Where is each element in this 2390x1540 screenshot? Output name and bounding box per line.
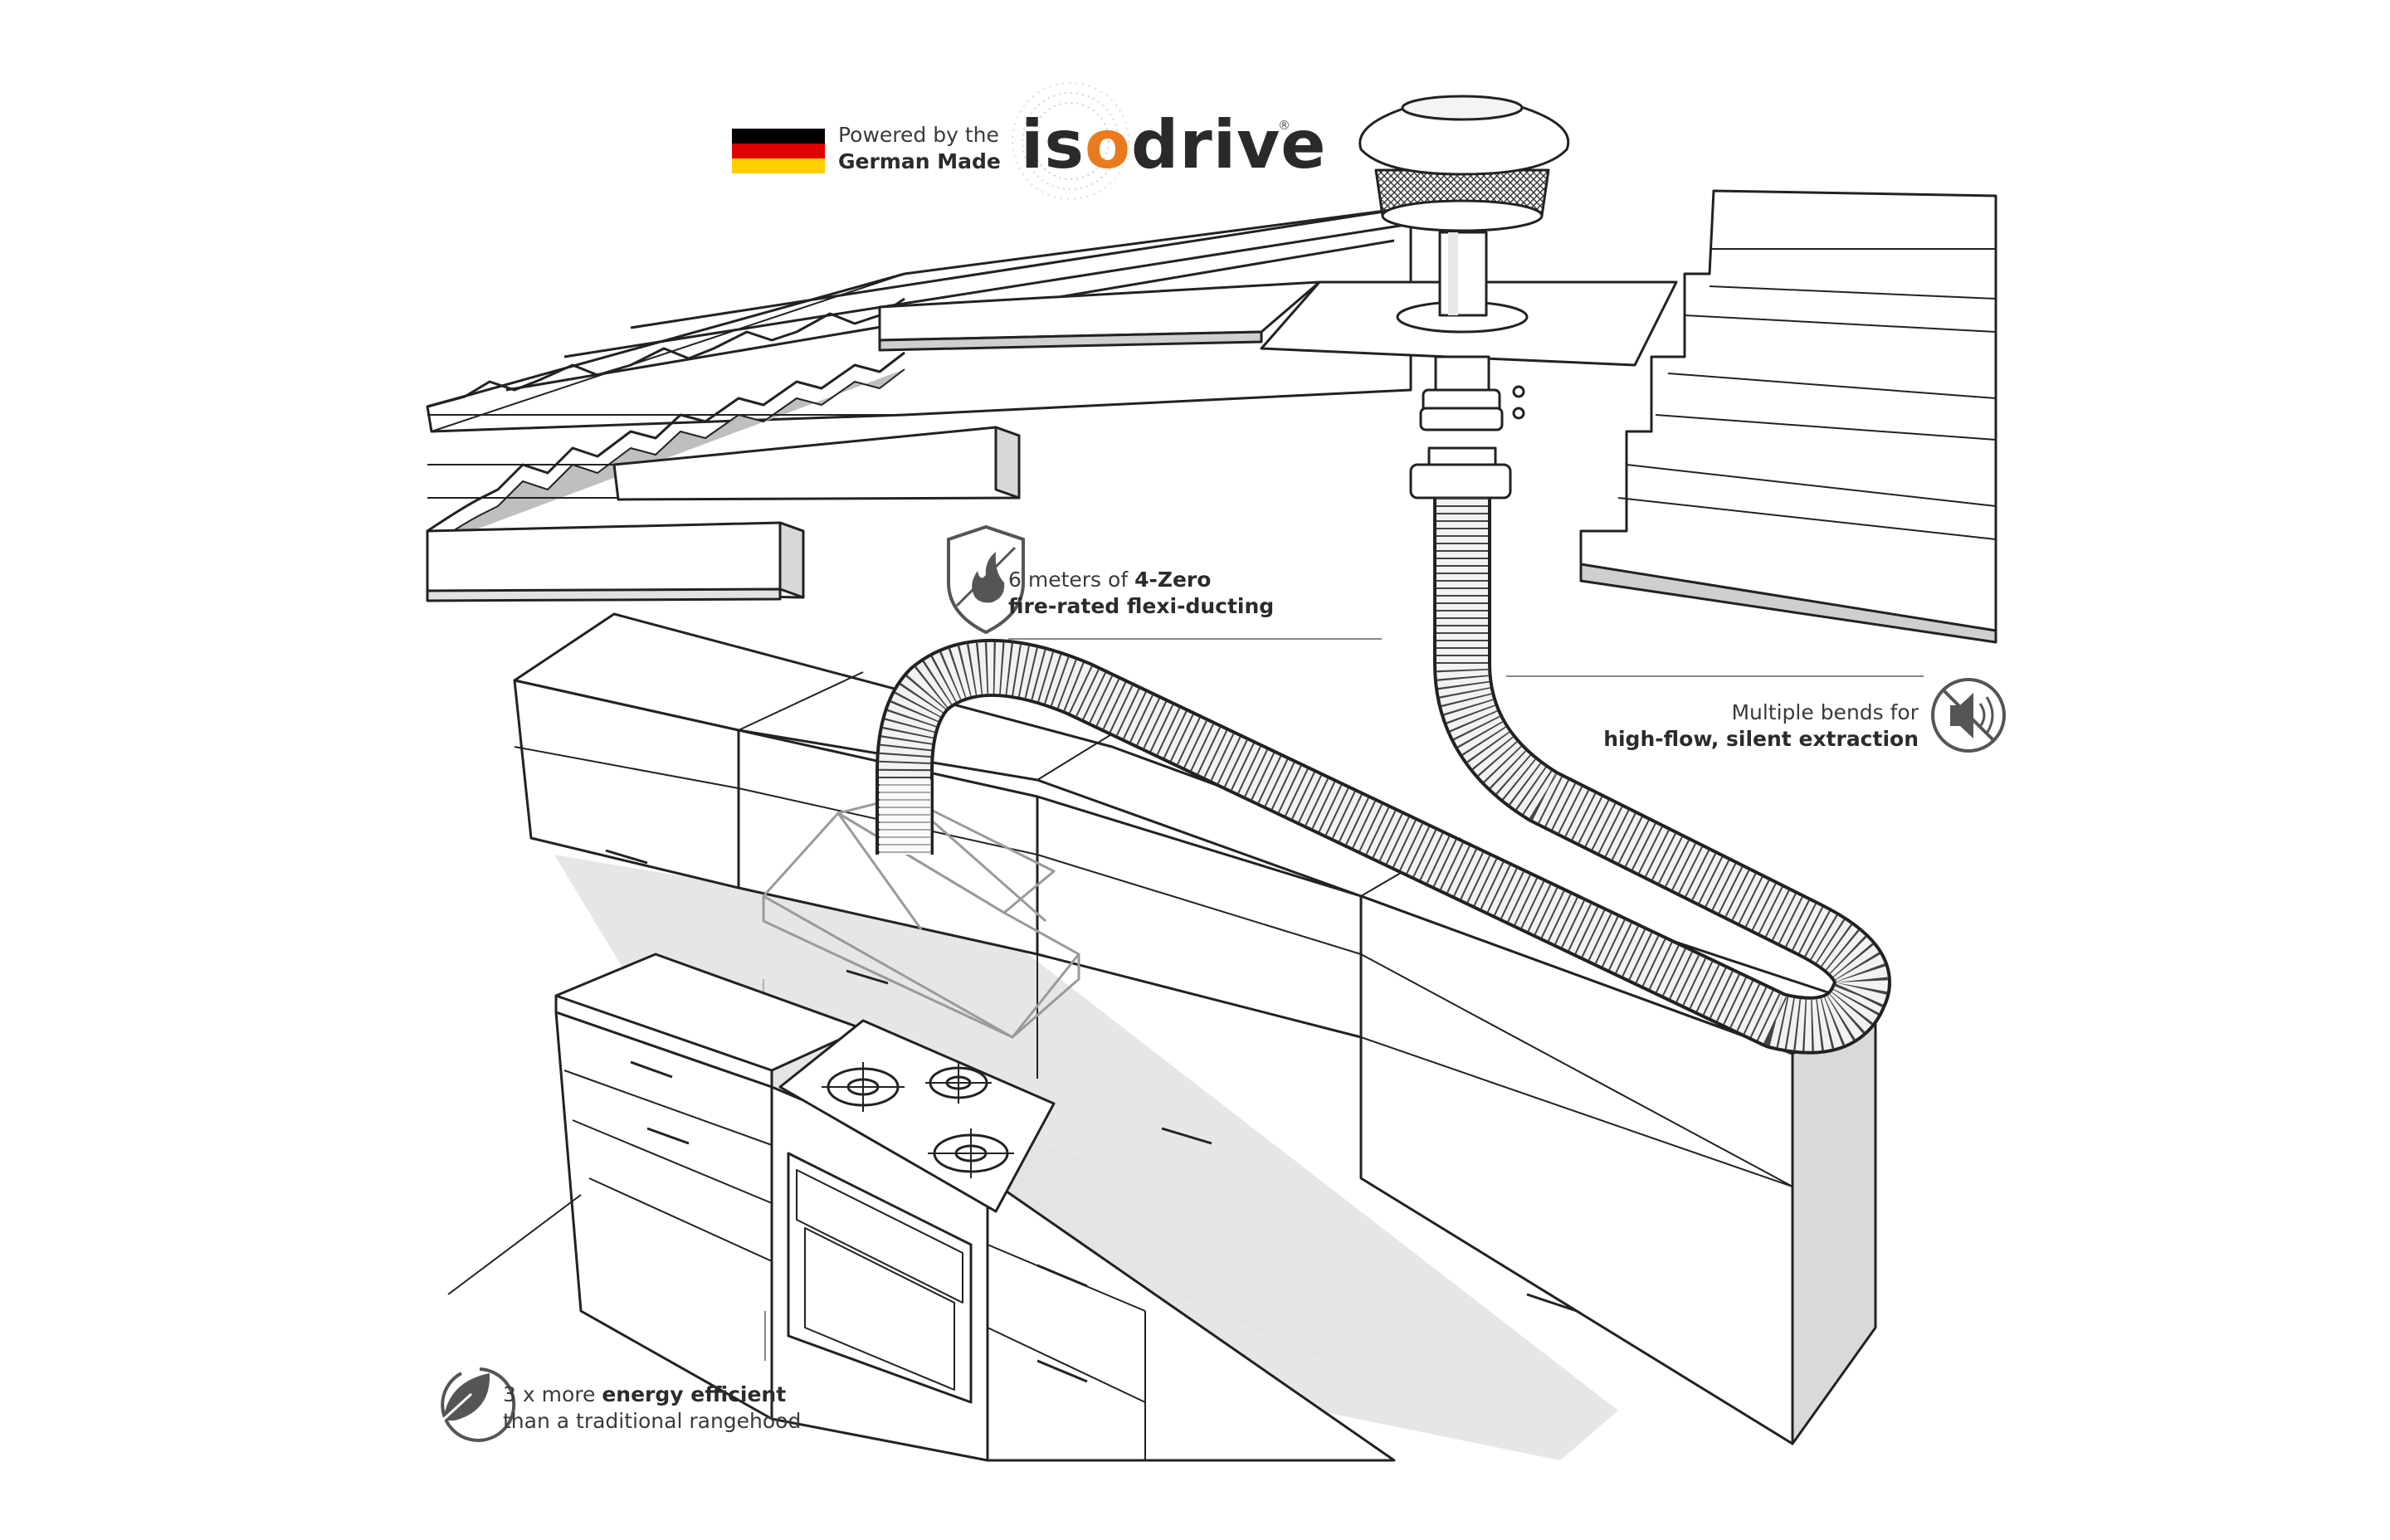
isodrive-logo: isodrive ® [1014,98,1326,206]
fire-shield-icon [947,524,1025,635]
registered-mark: ® [1278,118,1290,133]
logo-wordmark: isodrive [1021,106,1327,183]
efficiency-callout-line2: than a traditional rangehood [503,1409,802,1433]
callout-lines [764,638,1924,1361]
leaf-icon [432,1367,516,1442]
burners [822,1062,1014,1178]
logo-halftone-dots [1012,82,1129,200]
flag-stripe-gold [732,158,825,173]
powered-by-text: Powered by the [838,123,999,147]
roof-vent-fan [1260,95,1678,500]
bends-callout-line2: high-flow, silent extraction [1603,727,1919,751]
roof-left [426,206,1412,602]
roof-right [1579,189,1997,644]
ducting-callout-line1: 6 meters of 4-Zero [1008,568,1212,592]
flag-stripe-red [732,144,825,158]
german-flag [732,129,825,173]
ducting-callout-line2: fire-rated flexi-ducting [1008,594,1275,618]
lower-cabinets [447,953,1396,1462]
flag-stripe-black [732,129,825,144]
muted-speaker-icon [1931,678,2006,753]
german-made-text: German Made [838,149,1001,173]
bends-callout-line1: Multiple bends for [1731,700,1919,724]
flexi-duct [876,498,1891,1055]
efficiency-callout-line1: 3 x more energy efficient [503,1382,787,1406]
